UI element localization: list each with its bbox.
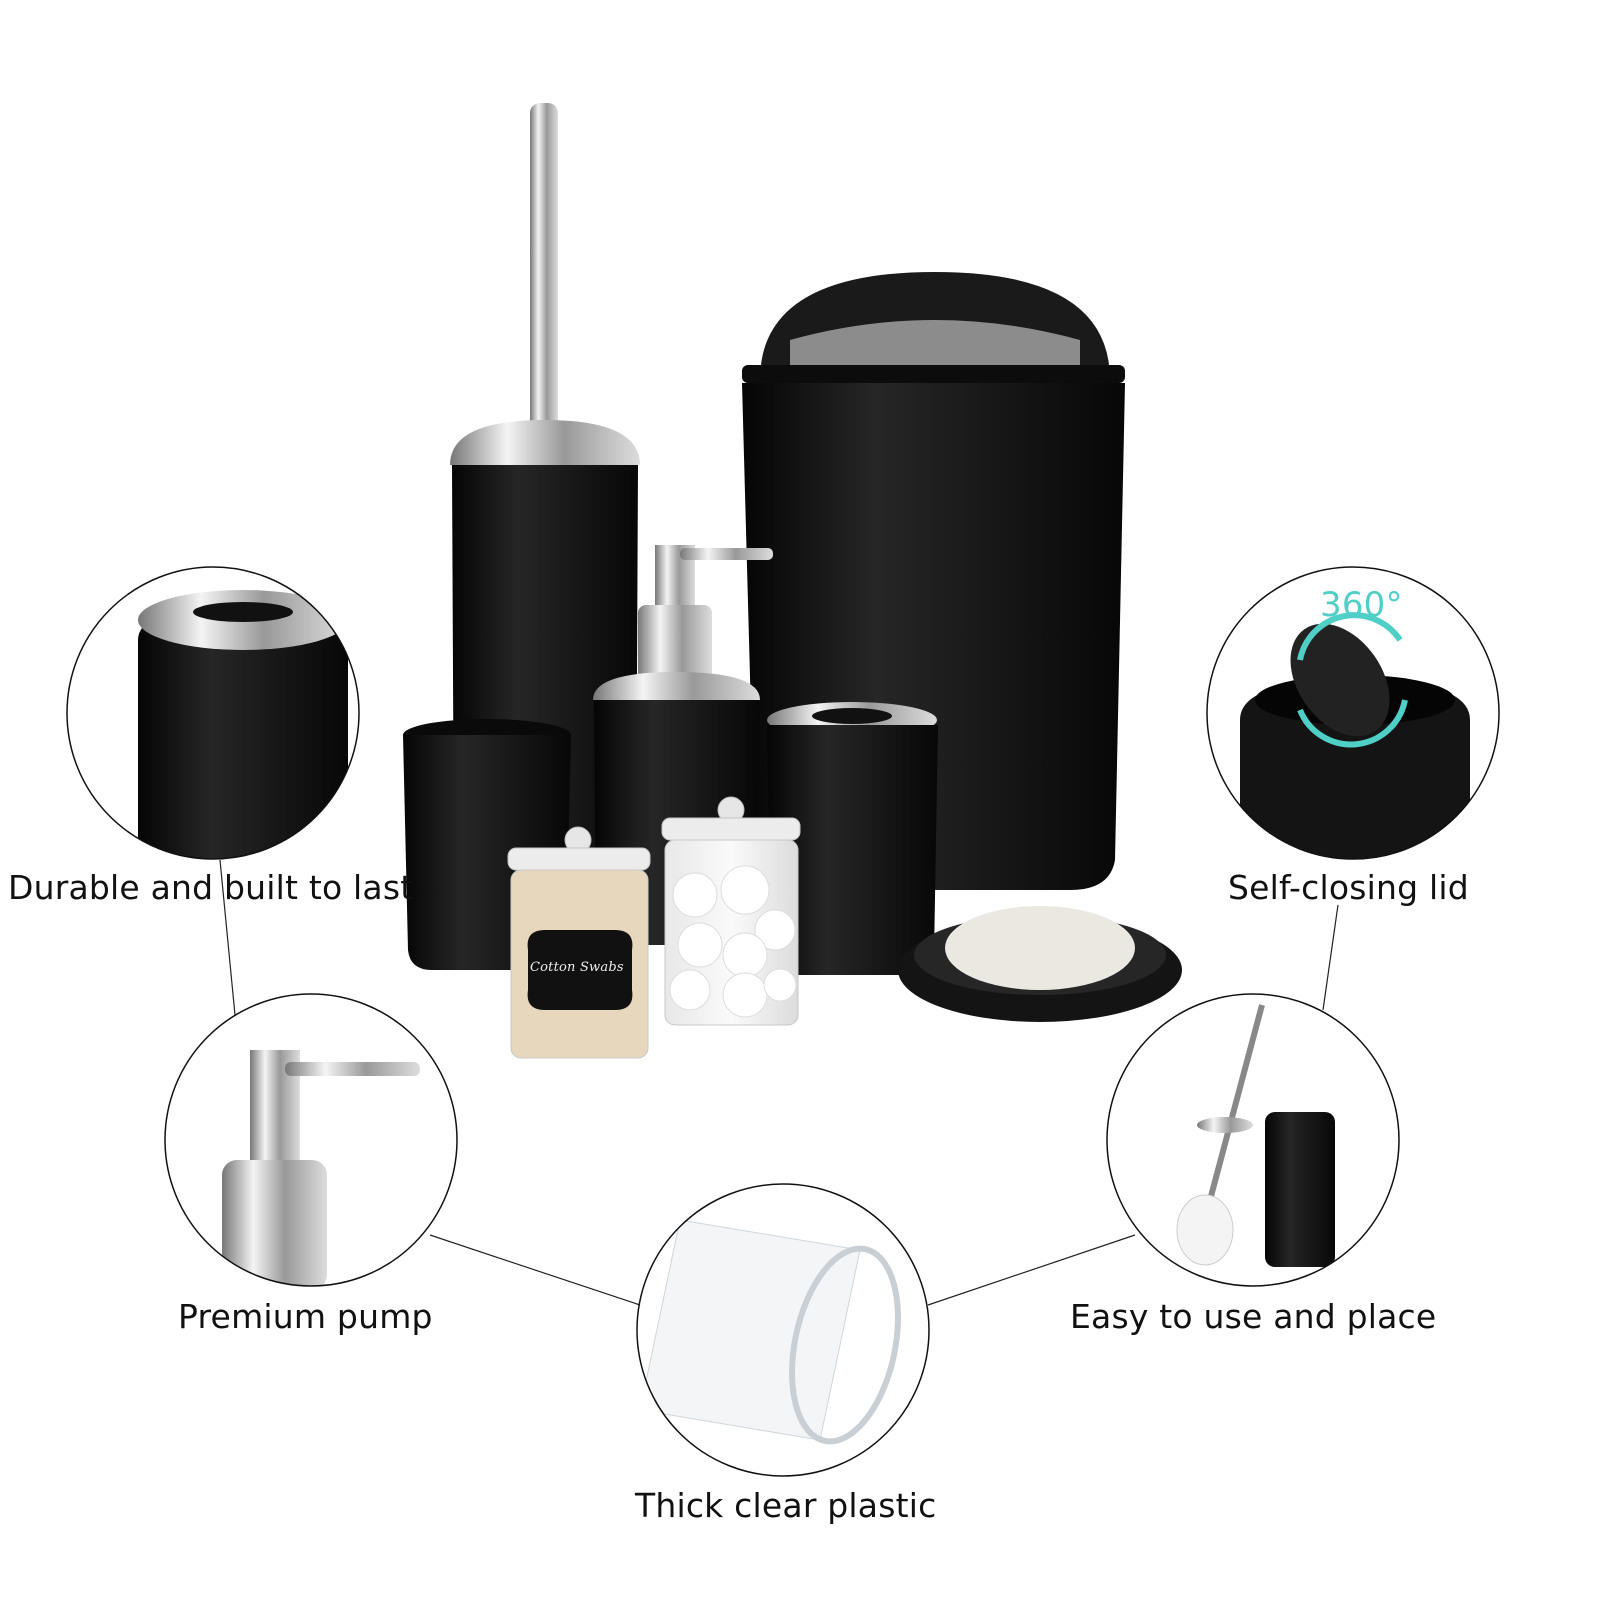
connector-lines: [219, 859, 1339, 1306]
cotton-ball-jar: [661, 796, 801, 1026]
cotton-swab-jar: [507, 826, 651, 1059]
soap-dish: [898, 906, 1182, 1022]
callout-label-self-closing: Self-closing lid: [1228, 868, 1469, 907]
callout-lid-image: [1206, 566, 1500, 860]
jar-label: Cotton Swabs: [530, 960, 624, 975]
callout-durable-image: [66, 566, 360, 860]
callout-label-pump: Premium pump: [178, 1297, 433, 1336]
callout-label-durable: Durable and built to last: [8, 868, 414, 907]
callout-pump-image: [164, 993, 458, 1287]
soap-bar: [945, 906, 1135, 990]
rotation-badge: 360°: [1320, 585, 1403, 625]
callout-clear-image: [636, 1183, 930, 1477]
callout-label-easy: Easy to use and place: [1070, 1297, 1437, 1336]
callout-label-clear: Thick clear plastic: [635, 1486, 937, 1525]
toothbrush-holder: [767, 702, 938, 975]
callout-easy-image: [1106, 993, 1400, 1287]
rotate-arrow-icon: [1297, 612, 1403, 661]
